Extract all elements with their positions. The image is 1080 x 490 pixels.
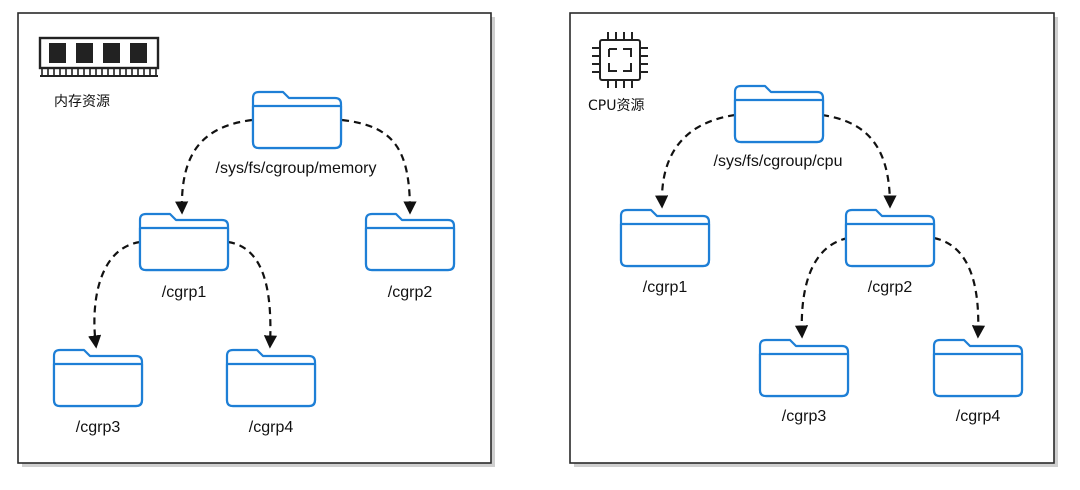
arrow-root-to-cgrp1 [655, 113, 736, 209]
memory-root-label: /sys/fs/cgroup/memory [216, 160, 377, 177]
memory-module-icon [38, 36, 160, 77]
folder-icon [225, 348, 317, 408]
memory-cgrp2-label: /cgrp2 [388, 284, 433, 301]
arrow-cgrp2-to-cgrp3 [794, 236, 849, 339]
arrow-cgrp2-to-cgrp4 [933, 236, 986, 339]
arrow-root-to-cgrp2 [341, 118, 417, 215]
cpu-cgrp2-label: /cgrp2 [868, 279, 913, 296]
cpu-cgrp3-label: /cgrp3 [782, 408, 827, 425]
cpu-root-label: /sys/fs/cgroup/cpu [714, 153, 843, 170]
folder-icon [619, 208, 711, 268]
folder-icon [758, 338, 850, 398]
cpu-cgrp1-label: /cgrp1 [643, 279, 688, 296]
folder-icon [844, 208, 936, 268]
arrow-cgrp1-to-cgrp4 [227, 240, 278, 349]
folder-icon [138, 212, 230, 272]
memory-cgrp4-label: /cgrp4 [249, 419, 294, 436]
memory-resource-label: 内存资源 [54, 94, 110, 110]
folder-icon [733, 84, 825, 144]
cpu-cgrp4-label: /cgrp4 [956, 408, 1001, 425]
arrow-root-to-cgrp1 [175, 118, 253, 215]
memory-panel: 内存资源 /sys/fs/cgroup/memory /cgrp1 /cgrp2 [17, 12, 495, 467]
cpu-panel: CPU资源 /sys/fs/cgroup/cpu /cgrp1 /cgrp2 [569, 12, 1058, 467]
folder-icon [251, 90, 343, 150]
folder-icon [364, 212, 456, 272]
arrow-root-to-cgrp2 [821, 113, 897, 209]
memory-cgrp1-label: /cgrp1 [162, 284, 207, 301]
memory-cgrp3-label: /cgrp3 [76, 419, 121, 436]
cpu-resource-label: CPU资源 [588, 98, 644, 114]
arrow-cgrp1-to-cgrp3 [88, 240, 141, 349]
cpu-chip-icon [592, 32, 648, 88]
folder-icon [932, 338, 1024, 398]
folder-icon [52, 348, 144, 408]
